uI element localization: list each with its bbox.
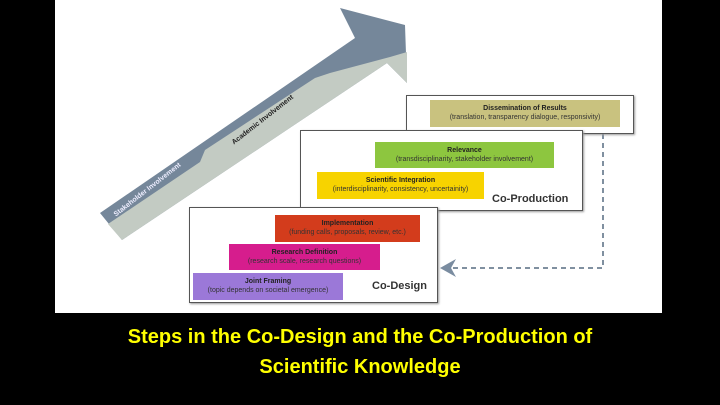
caption-line-1: Steps in the Co-Design and the Co-Produc… [127, 326, 593, 348]
academic-arrow-band [108, 52, 407, 240]
step-joint-framing: Joint Framing (topic depends on societal … [193, 273, 343, 300]
caption-line-2: Scientific Knowledge [259, 356, 461, 378]
step-relevance: Relevance (transdisciplinarity, stakehold… [375, 142, 554, 168]
step-detail: (transdisciplinarity, stakeholder involv… [395, 156, 534, 163]
step-implementation: Implementation (funding calls, proposals,… [275, 215, 420, 242]
step-title: Joint Framing [244, 278, 292, 285]
step-detail: (funding calls, proposals, review, etc.) [289, 229, 406, 236]
feedback-arrowhead-icon [440, 259, 456, 277]
step-detail: (research scale, research questions) [247, 258, 362, 265]
co-production-label: Co-Production [492, 193, 569, 205]
step-title: Dissemination of Results [483, 105, 567, 112]
slide-caption: Steps in the Co-Design and the Co-Produc… [0, 322, 720, 382]
step-title: Relevance [447, 147, 482, 154]
step-title: Scientific Integration [365, 177, 436, 184]
step-detail: (translation, transparency dialogue, res… [449, 114, 601, 121]
feedback-dashed-line [452, 134, 604, 269]
step-title: Implementation [321, 220, 374, 227]
step-research-definition: Research Definition (research scale, rese… [229, 244, 380, 270]
step-detail: (topic depends on societal emergence) [207, 287, 329, 294]
step-dissemination: Dissemination of Results (translation, tr… [430, 100, 620, 127]
step-scientific-integration: Scientific Integration (interdisciplinari… [317, 172, 484, 199]
co-design-label: Co-Design [372, 280, 427, 292]
step-detail: (interdisciplinarity, consistency, uncer… [332, 186, 469, 193]
step-title: Research Definition [271, 249, 338, 256]
